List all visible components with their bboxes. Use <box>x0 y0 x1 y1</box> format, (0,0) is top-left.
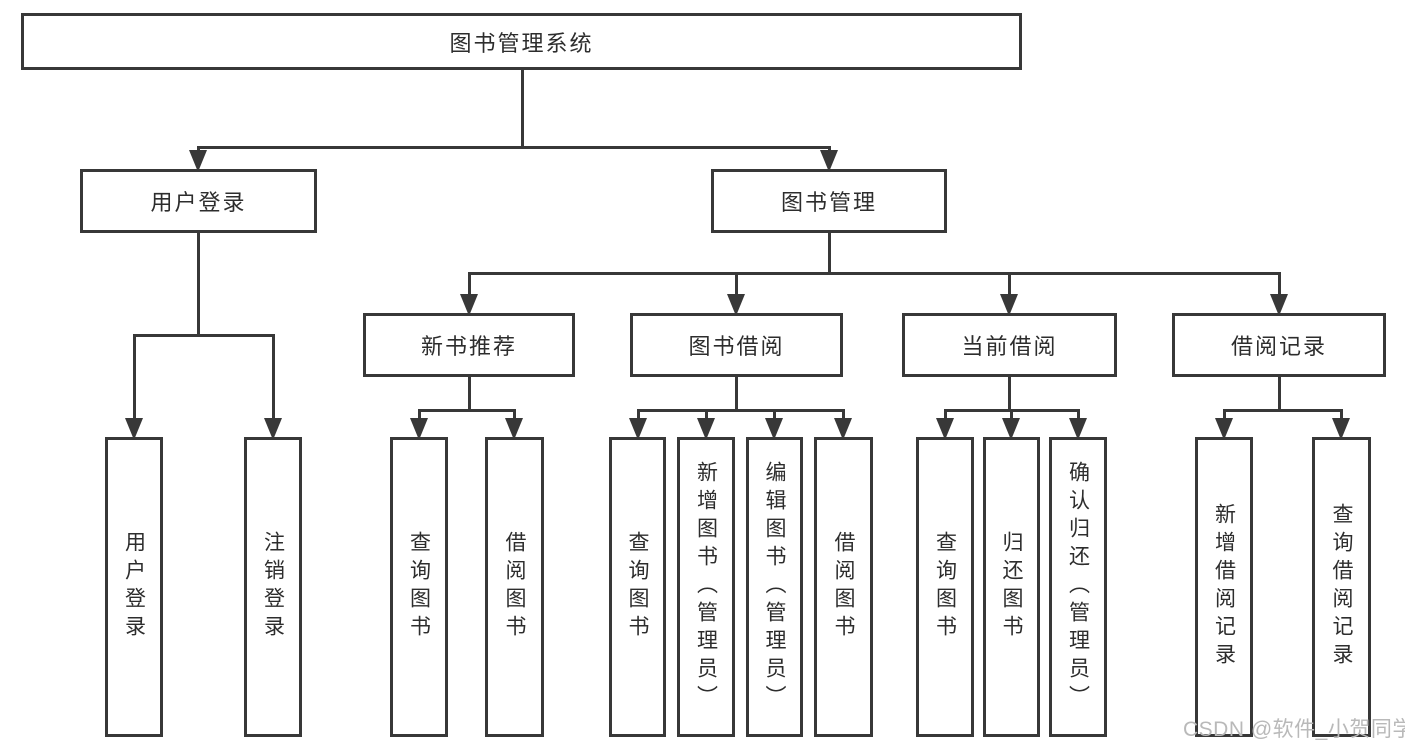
connector-line <box>1076 410 1080 420</box>
connector-line <box>636 410 640 420</box>
node-label: 图书管理系统 <box>449 30 594 56</box>
connector-line <box>1277 377 1281 410</box>
node-label: 查询图书 <box>933 531 957 643</box>
node-label: 图书管理 <box>780 190 877 215</box>
leaf-query-books-2: 查询图书 <box>609 437 666 737</box>
arrow-down-icon <box>936 418 954 440</box>
arrow-down-icon <box>697 418 715 440</box>
node-label: 查询图书 <box>407 531 431 643</box>
leaf-query-books-1: 查询图书 <box>390 437 448 737</box>
leaf-user-login: 用户登录 <box>105 437 163 737</box>
connector-line <box>417 410 421 420</box>
connector-line <box>1009 410 1013 420</box>
connector-line <box>271 335 275 420</box>
connector-line <box>943 410 947 420</box>
leaf-return-book: 归还图书 <box>983 437 1040 737</box>
leaf-borrow-books-2: 借阅图书 <box>814 437 873 737</box>
node-label: 编辑图书（管理员） <box>763 461 786 713</box>
connector-line <box>1222 408 1343 412</box>
connector-line <box>841 410 845 420</box>
node-borrow-records: 借阅记录 <box>1172 313 1386 377</box>
connector-line <box>132 335 136 420</box>
node-label: 新增借阅记录 <box>1212 503 1236 671</box>
arrow-down-icon <box>410 418 428 440</box>
node-label: 查询借阅记录 <box>1330 503 1353 671</box>
csdn-watermark: CSDN @软件_小贺同学 <box>1183 718 1405 741</box>
connector-line <box>512 410 516 420</box>
arrow-down-icon <box>629 418 647 440</box>
leaf-borrow-books-1: 借阅图书 <box>485 437 544 737</box>
node-user-login: 用户登录 <box>80 169 317 233</box>
node-current-borrow: 当前借阅 <box>902 313 1117 377</box>
connector-line <box>196 147 200 152</box>
connector-line <box>196 233 200 335</box>
connector-line <box>827 233 831 273</box>
node-label: 用户登录 <box>122 531 146 643</box>
arrow-down-icon <box>1069 418 1087 440</box>
connector-line <box>734 377 738 410</box>
node-label: 借阅图书 <box>503 531 526 643</box>
node-label: 用户登录 <box>150 190 247 215</box>
connector-line <box>772 410 776 420</box>
arrow-down-icon <box>460 294 478 316</box>
arrow-down-icon <box>264 418 282 440</box>
leaf-add-borrow-record: 新增借阅记录 <box>1195 437 1253 737</box>
leaf-query-borrow-record: 查询借阅记录 <box>1312 437 1371 737</box>
connector-line <box>417 408 516 412</box>
connector-line <box>196 145 831 149</box>
node-root: 图书管理系统 <box>21 13 1022 70</box>
arrow-down-icon <box>765 418 783 440</box>
leaf-edit-book-admin: 编辑图书（管理员） <box>746 437 803 737</box>
connector-line <box>132 333 275 337</box>
leaf-confirm-return-admin: 确认归还（管理员） <box>1049 437 1107 737</box>
connector-line <box>1007 377 1011 410</box>
arrow-down-icon <box>834 418 852 440</box>
arrow-down-icon <box>1002 418 1020 440</box>
node-book-borrow: 图书借阅 <box>630 313 843 377</box>
arrow-down-icon <box>189 150 207 172</box>
arrow-down-icon <box>505 418 523 440</box>
node-label: 图书借阅 <box>688 334 785 359</box>
arrow-down-icon <box>1000 294 1018 316</box>
arrow-down-icon <box>820 150 838 172</box>
node-label: 新书推荐 <box>420 334 517 359</box>
arrow-down-icon <box>1215 418 1233 440</box>
leaf-add-book-admin: 新增图书（管理员） <box>677 437 735 737</box>
leaf-query-books-3: 查询图书 <box>916 437 974 737</box>
connector-line <box>467 273 471 296</box>
arrow-down-icon <box>1332 418 1350 440</box>
connector-line <box>1277 273 1281 296</box>
connector-line <box>704 410 708 420</box>
connector-line <box>1339 410 1343 420</box>
arrow-down-icon <box>1270 294 1288 316</box>
connector-line <box>827 147 831 152</box>
connector-line <box>467 271 1281 275</box>
node-label: 查询图书 <box>626 531 649 643</box>
arrow-down-icon <box>125 418 143 440</box>
connector-line <box>520 70 524 147</box>
arrow-down-icon <box>727 294 745 316</box>
connector-line <box>734 273 738 296</box>
node-label: 借阅记录 <box>1230 334 1327 359</box>
node-new-book-recommend: 新书推荐 <box>363 313 575 377</box>
connector-line <box>636 408 845 412</box>
node-book-management: 图书管理 <box>711 169 947 233</box>
connector-line <box>1222 410 1226 420</box>
node-label: 当前借阅 <box>961 334 1058 359</box>
connector-line <box>467 377 471 410</box>
node-label: 确认归还（管理员） <box>1066 461 1090 713</box>
node-label: 注销登录 <box>261 531 285 643</box>
leaf-logout: 注销登录 <box>244 437 302 737</box>
node-label: 归还图书 <box>1000 531 1023 643</box>
node-label: 新增图书（管理员） <box>694 461 718 713</box>
node-label: 借阅图书 <box>832 531 855 643</box>
connector-line <box>1007 273 1011 296</box>
